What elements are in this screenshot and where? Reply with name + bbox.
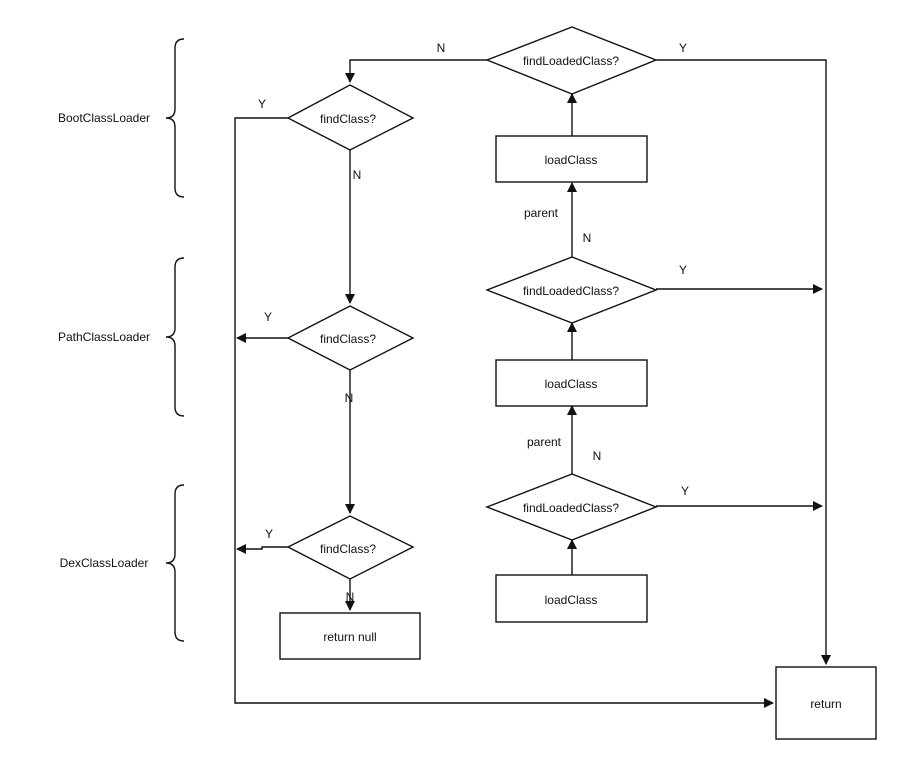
find-class-boot-text: findClass? [320,112,376,126]
find-class-boot-node: findClass? [286,84,415,151]
find-loaded-class-top-node: findLoadedClass? [485,26,658,95]
find-loaded-class-mid-node: findLoadedClass? [485,256,658,324]
dex-no-label: N [346,590,355,604]
find-class-path-text: findClass? [320,332,376,346]
find-loaded-class-bottom-text: findLoadedClass? [523,501,619,515]
find-loaded-class-bottom-node: findLoadedClass? [485,473,658,541]
edge-boot-yes-to-return [234,117,774,708]
edge-dex-yes [236,544,288,554]
boot-group-brace [165,38,185,198]
load-class-mid-node: loadClass [495,359,648,407]
top-yes-label: Y [679,41,687,55]
return-text: return [810,697,841,711]
bottom-no-label: N [593,449,602,463]
find-class-path-node: findClass? [286,305,415,371]
boot-yes-label: Y [258,97,266,111]
load-class-top-text: loadClass [545,153,598,167]
bottom-yes-label: Y [681,484,689,498]
load-class-bottom-node: loadClass [495,574,648,623]
boot-classloader-label: BootClassLoader [58,111,150,125]
load-class-top-node: loadClass [495,135,648,183]
mid-yes-label: Y [679,263,687,277]
load-class-mid-text: loadClass [545,377,598,391]
return-null-text: return null [323,630,376,644]
find-class-dex-text: findClass? [320,542,376,556]
dex-classloader-label: DexClassLoader [60,556,149,570]
find-loaded-class-top-text: findLoadedClass? [523,54,619,68]
edge-top-no-to-boot [345,59,487,83]
path-classloader-label: PathClassLoader [58,330,150,344]
dex-group-brace [165,484,185,642]
top-no-label: N [437,41,446,55]
boot-no-label: N [353,168,362,182]
path-group-brace [165,257,185,417]
parent-upper-label: parent [524,206,559,220]
mid-no-label: N [583,231,592,245]
path-no-label: N [345,391,354,405]
dex-yes-label: Y [265,527,273,541]
find-class-dex-node: findClass? [286,515,415,580]
path-yes-label: Y [264,310,272,324]
edge-top-yes-to-return [656,59,831,665]
find-loaded-class-mid-text: findLoadedClass? [523,284,619,298]
return-null-node: return null [279,612,421,660]
load-class-bottom-text: loadClass [545,593,598,607]
return-node: return [775,666,877,740]
parent-lower-label: parent [527,435,562,449]
